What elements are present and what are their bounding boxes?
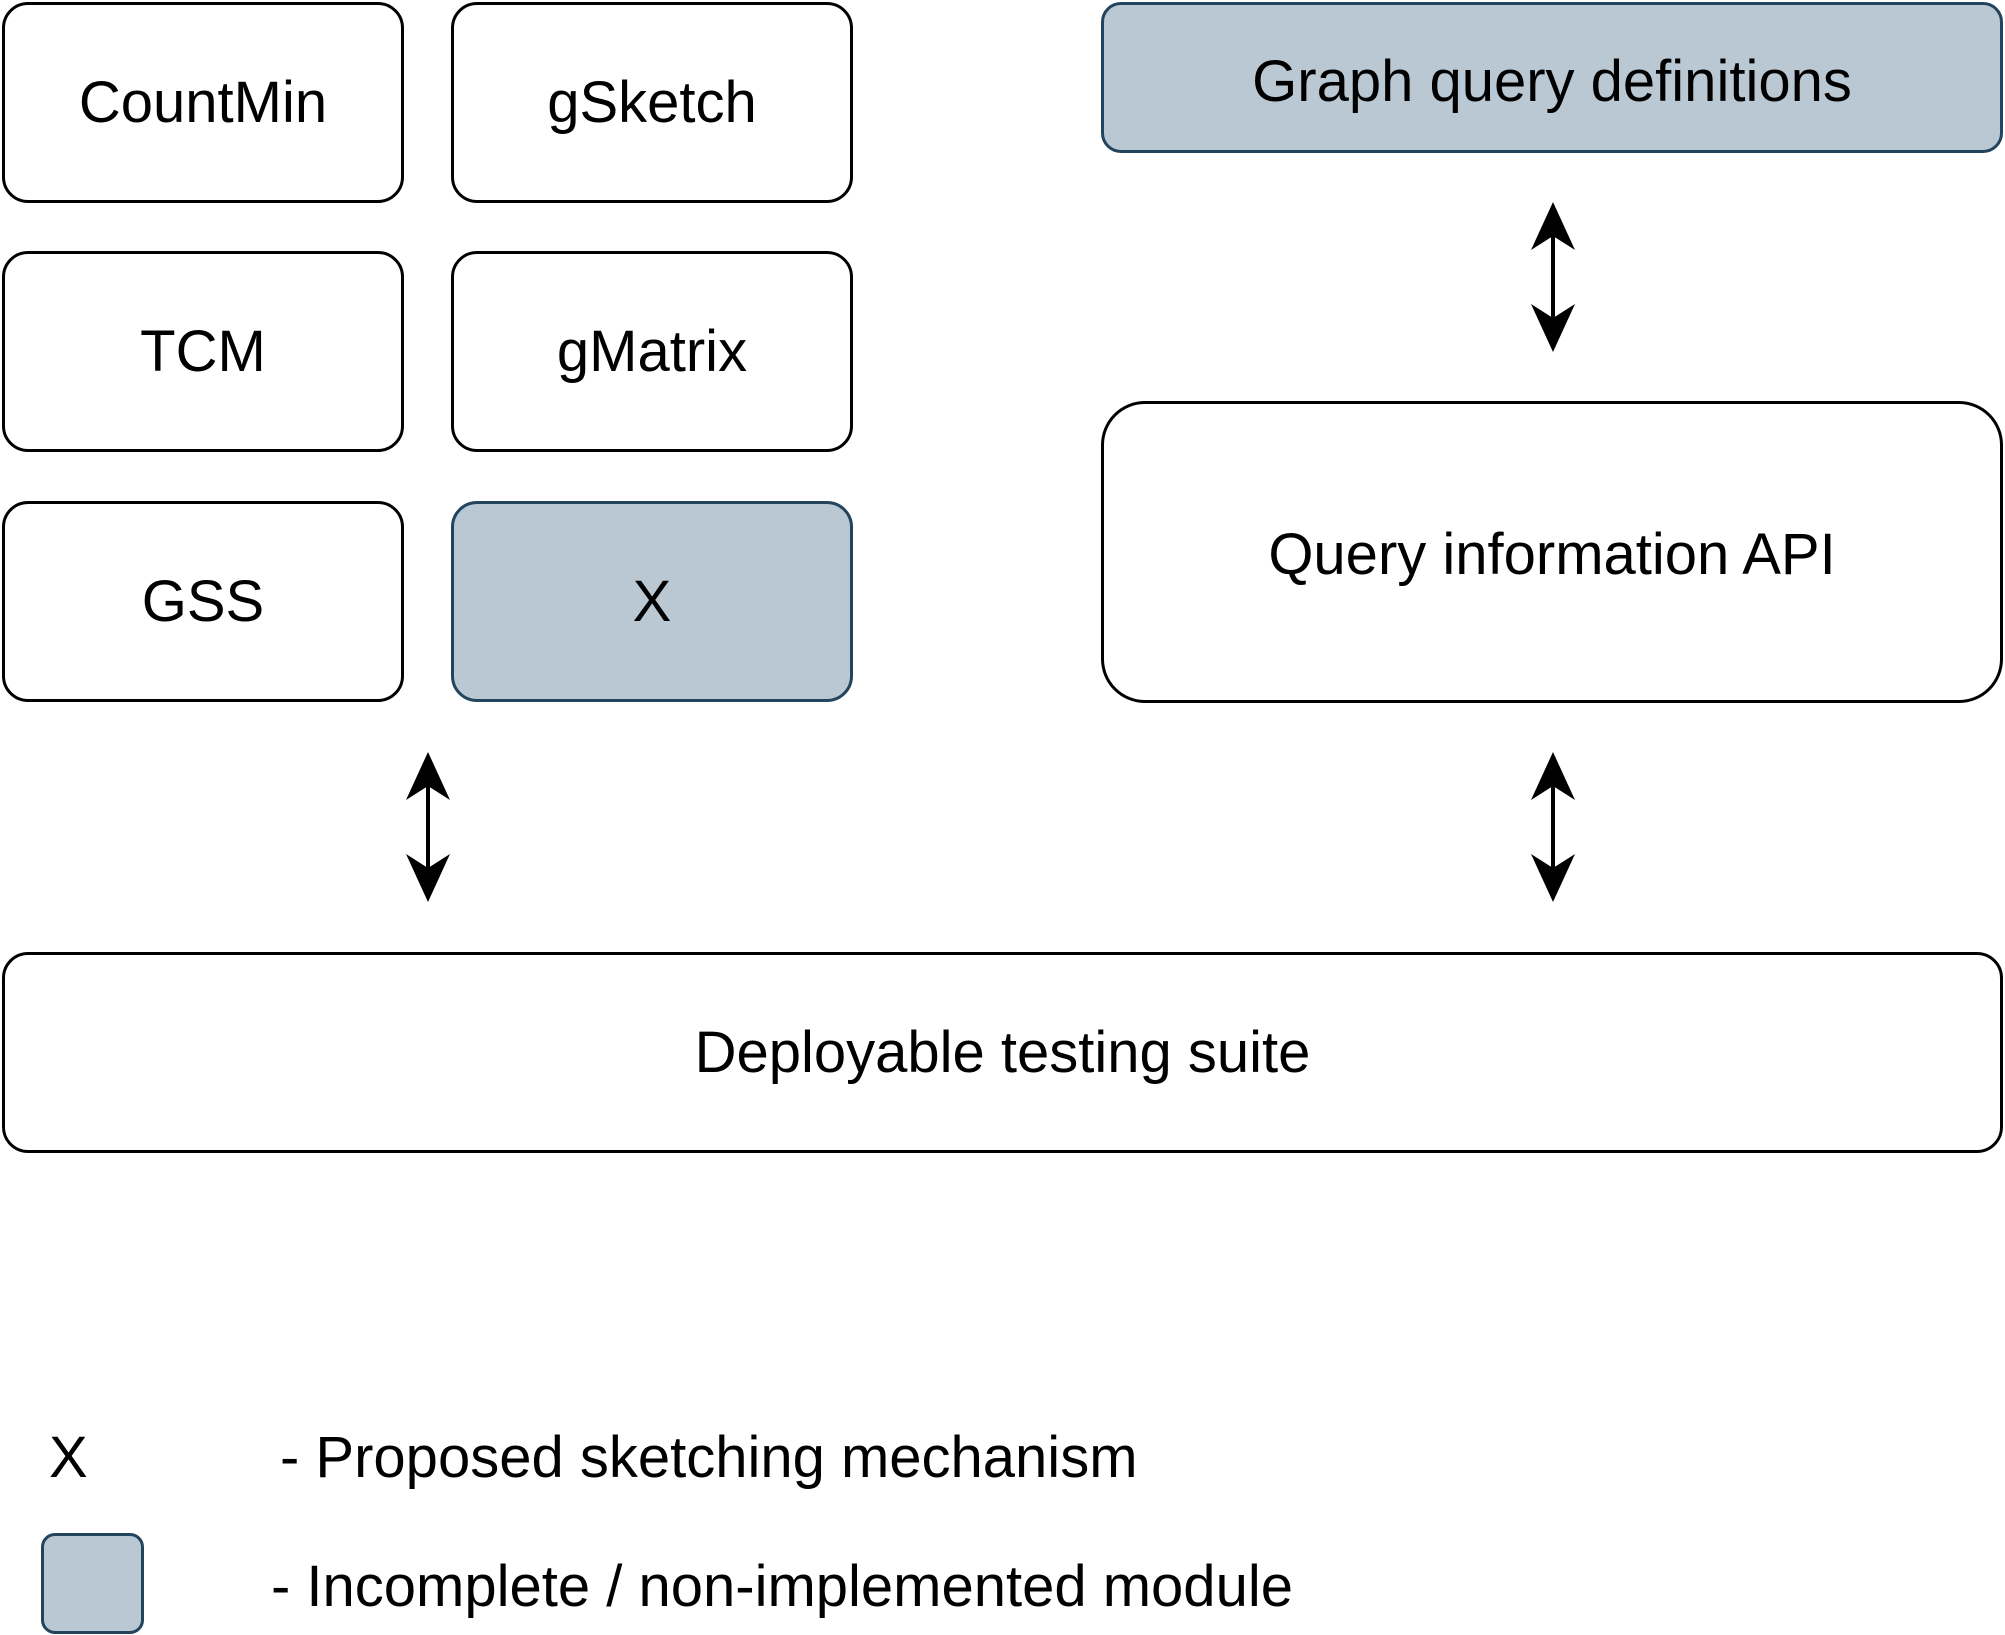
graph-query-definitions-label: Graph query definitions [1252,49,1852,114]
arrow-api-to-testing-suite [1531,752,1575,902]
gmatrix-label: gMatrix [556,318,748,384]
tcm-label: TCM [140,318,266,384]
arrow-graph-definitions-to-api [1531,202,1575,352]
countmin-label: CountMin [78,69,328,135]
query-information-api-label: Query information API [1268,522,1836,587]
gsketch-label: gSketch [547,69,757,135]
gmatrix-module: gMatrix [451,251,853,452]
deployable-testing-suite-label: Deployable testing suite [694,1019,1311,1085]
legend-x-symbol: X [49,1425,88,1490]
x-module: X [451,501,853,702]
tcm-module: TCM [2,251,404,452]
gss-label: GSS [141,568,265,634]
deployable-testing-suite-box: Deployable testing suite [2,952,2003,1153]
x-label: X [632,568,672,634]
legend-x-description: - Proposed sketching mechanism [280,1425,1138,1490]
legend-incomplete-swatch [41,1533,144,1634]
gsketch-module: gSketch [451,2,853,203]
gss-module: GSS [2,501,404,702]
countmin-module: CountMin [2,2,404,203]
arrow-modules-to-testing-suite [406,752,450,902]
legend-swatch-description: - Incomplete / non-implemented module [271,1554,1293,1619]
graph-query-definitions-box: Graph query definitions [1101,2,2003,153]
query-information-api-box: Query information API [1101,401,2003,703]
